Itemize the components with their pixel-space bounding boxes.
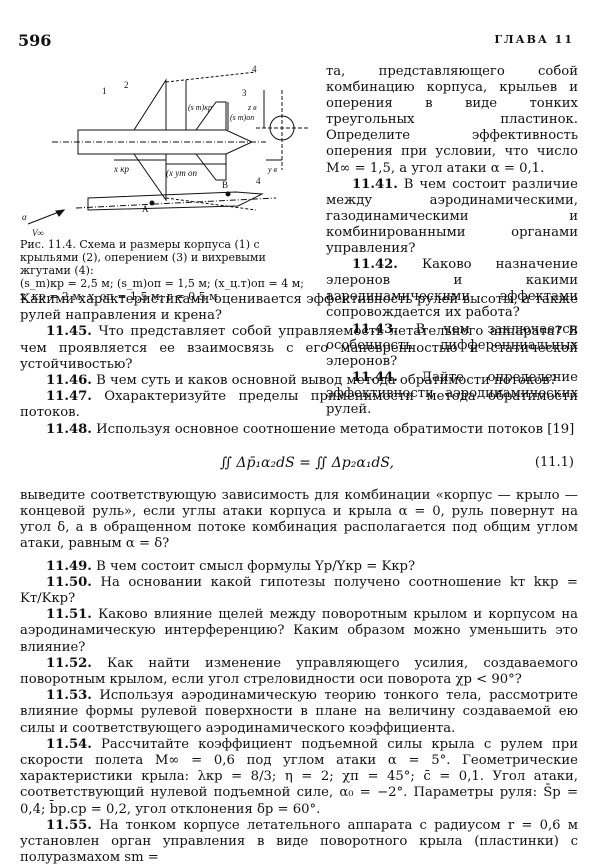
question-11-53: 11.53. Используя аэродинамическую теорию…	[20, 688, 578, 736]
paragraph: выведите соответствующую зависимость для…	[20, 487, 578, 552]
body-side-view	[75, 191, 277, 211]
question-11-48: 11.48. Используя основное соотношение ме…	[46, 421, 575, 437]
question-11-44: 11.44. Дайте определение эффективности а…	[326, 369, 578, 417]
zv-label: z в	[247, 103, 257, 112]
figure-diagram: 1 2 3 4 4 A B α V∞ x кр (x ут оп (s m)кр…	[22, 64, 308, 238]
question-11-55: 11.55. На тонком корпусе летательного ап…	[20, 817, 578, 866]
figure-caption: Рис. 11.4. Схема и размеры корпуса (1) с…	[20, 238, 320, 303]
question-11-49: 11.49. В чем состоит смысл формулы Yp/Yк…	[46, 558, 416, 574]
chapter-header: ГЛАВА 11	[494, 33, 574, 46]
label-4: 4	[252, 64, 257, 74]
label-1: 1	[102, 86, 107, 96]
xyt-label: (x ут оп	[166, 168, 197, 178]
formula-number: (11.1)	[534, 454, 574, 470]
paragraph: та, представляющего собой комбинацию кор…	[326, 64, 578, 176]
question-11-54: 11.54. Рассчитайте коэффициент подъемной…	[20, 736, 578, 817]
yv-label: y в	[267, 165, 278, 174]
caption-dims: (s_m)кр = 2,5 м; (s_m)оп = 1,5 м; (x_ц.т…	[20, 277, 304, 303]
alpha-label: α	[22, 212, 27, 222]
question-11-50: 11.50. На основании какой гипотезы получ…	[20, 574, 578, 607]
formula-11-1: ∬ Δp̄₁α₂dS = ∬ Δp₂α₁dS, (11.1)	[20, 438, 578, 488]
vortex-line	[165, 71, 257, 83]
caption-text: Рис. 11.4. Схема и размеры корпуса (1) с…	[20, 238, 266, 277]
right-column: та, представляющего собой комбинацию кор…	[326, 64, 578, 418]
question-11-43: 11.43. В чем заключается особенность диф…	[326, 321, 578, 369]
label-2: 2	[124, 80, 129, 90]
velocity-label: V∞	[32, 228, 44, 238]
label-3: 3	[242, 88, 247, 98]
question-11-52: 11.52. Как найти изменение управляющего …	[20, 655, 578, 688]
question-11-45: 11.45. Что представляет собой управляемо…	[20, 324, 578, 372]
body-top-view	[52, 129, 266, 155]
tail-shape	[195, 101, 227, 131]
question-11-41: 11.41. В чем состоит различие между аэро…	[326, 176, 578, 257]
question-11-47: 11.47. Охарактеризуйте пределы применимо…	[20, 389, 578, 421]
question-11-42: 11.42. Каково назначение элеронов и каки…	[326, 257, 578, 321]
label-4b: 4	[256, 176, 261, 186]
paragraph: Какими характеристиками оценивается эффе…	[20, 292, 578, 324]
sm-kr-label: (s m)кр	[188, 103, 212, 112]
point-b: B	[222, 180, 228, 190]
formula-expression: ∬ Δp̄₁α₂dS = ∬ Δp₂α₁dS,	[220, 454, 394, 471]
page-number: 596	[18, 31, 52, 50]
main-text: Какими характеристиками оценивается эффе…	[20, 292, 578, 867]
wing-shape	[133, 78, 167, 131]
point-a: A	[142, 204, 149, 214]
question-11-46: 11.46. В чем суть и каков основной вывод…	[46, 373, 557, 389]
question-11-51: 11.51. Каково влияние щелей между поворо…	[20, 607, 578, 655]
xkr-label: x кр	[113, 164, 129, 174]
sm-op-label: (s m)оп	[230, 113, 254, 122]
